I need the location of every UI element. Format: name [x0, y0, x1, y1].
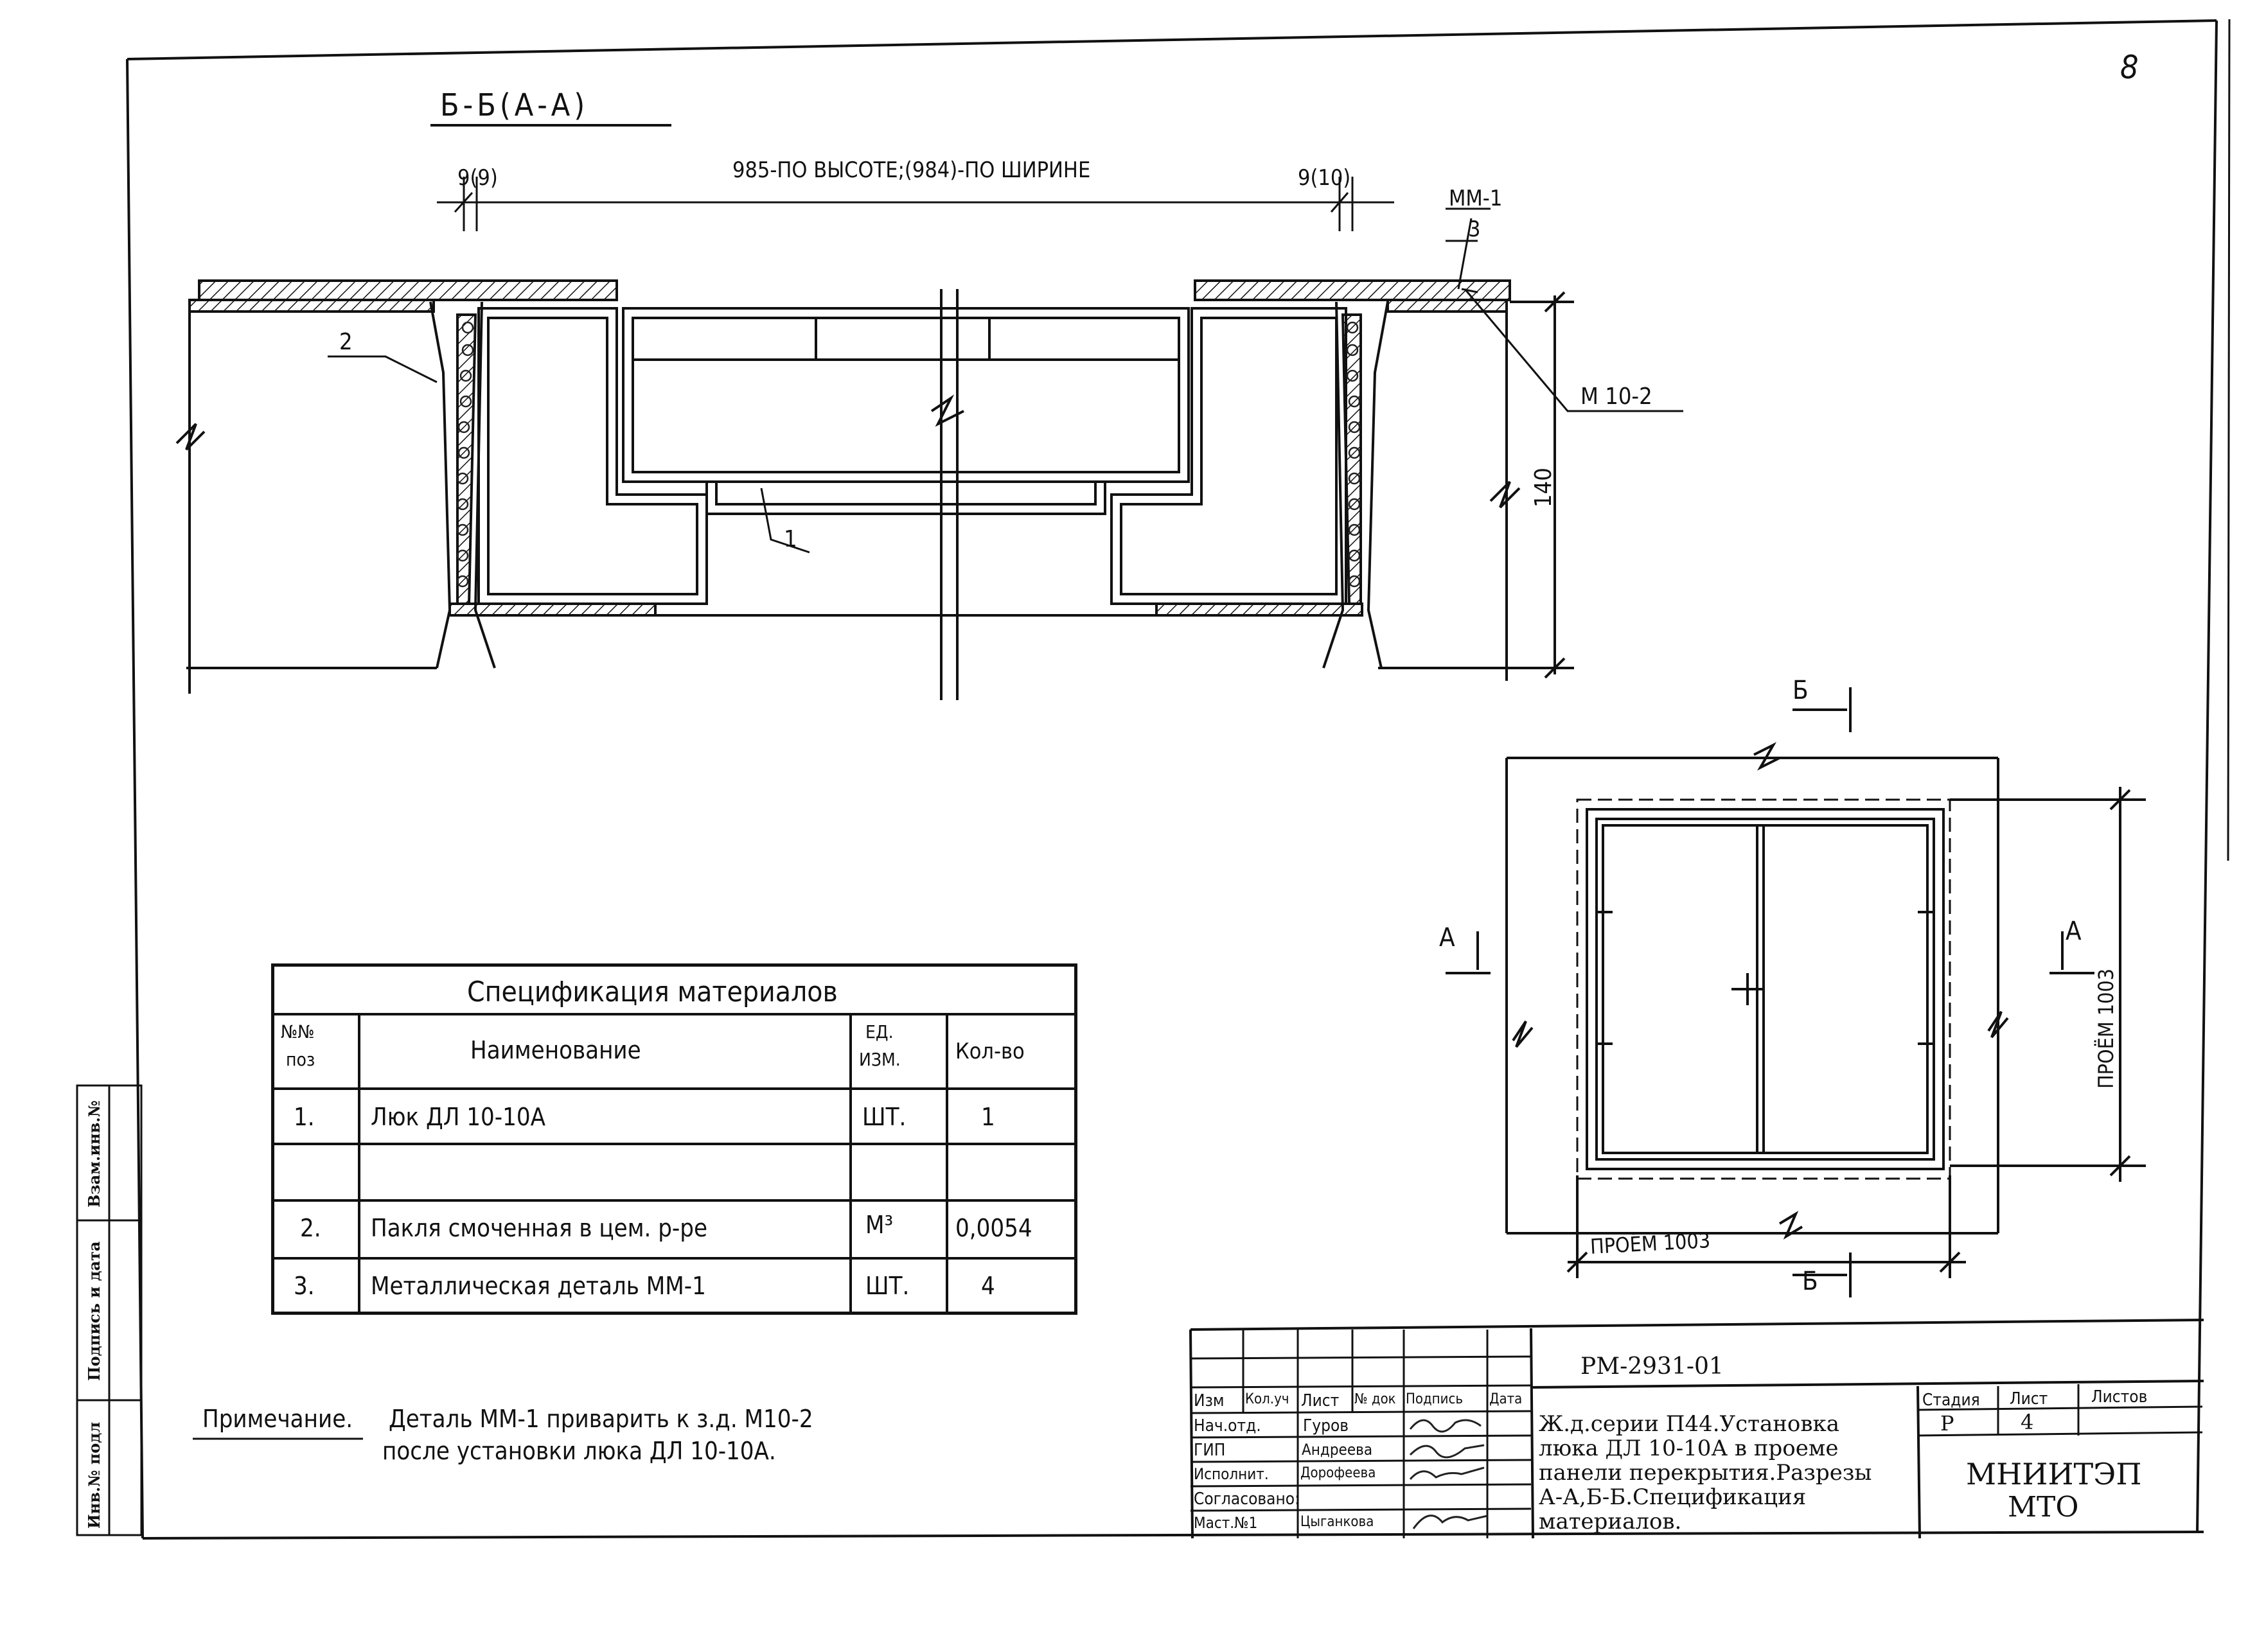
tb-sheets-label: Листов: [2091, 1387, 2148, 1407]
spec-row-4-name: Металлическая деталь ММ-1: [371, 1272, 706, 1300]
tb-col-sign: Подпись: [1406, 1391, 1464, 1407]
spec-header-pos-2: поз: [286, 1049, 315, 1070]
plan-view: [1446, 687, 2146, 1297]
tb-desc-3: панели перекрытия.Разрезы: [1539, 1460, 1872, 1486]
callout-1: 1: [784, 526, 797, 552]
note-line-2: после установки люка ДЛ 10-10А.: [382, 1437, 776, 1465]
side-strip-sign: Подпись и дата: [85, 1241, 103, 1381]
note-label: Примечание.: [202, 1405, 353, 1433]
spec-header-name: Наименование: [470, 1036, 641, 1064]
section-drawing: [175, 279, 1574, 700]
tb-name-5: Цыганкова: [1300, 1514, 1374, 1530]
tb-desc-2: люка ДЛ 10-10А в проеме: [1539, 1436, 1839, 1461]
note-line-1: Деталь ММ-1 приварить к з.д. М10-2: [389, 1405, 813, 1433]
spec-row-3-pos: 2.: [300, 1214, 321, 1242]
spec-row-1-unit: ШТ.: [862, 1103, 907, 1131]
spec-row-1-pos: 1.: [294, 1103, 315, 1131]
tb-desc-4: А-А,Б-Б.Спецификация: [1539, 1484, 1807, 1510]
tb-desc-1: Ж.д.серии П44.Установка: [1539, 1411, 1840, 1437]
spec-row-1-qty: 1: [981, 1103, 995, 1131]
spec-row-4-unit: ШТ.: [865, 1272, 910, 1300]
tb-name-3: Дорофеева: [1300, 1465, 1376, 1481]
doc-code: РМ-2931-01: [1580, 1353, 1724, 1380]
tb-col-date: Дата: [1489, 1391, 1523, 1407]
tb-role-2: ГИП: [1194, 1441, 1226, 1460]
tb-sheet: 4: [2021, 1410, 2034, 1434]
spec-row-4-qty: 4: [981, 1272, 995, 1300]
callout-2: 2: [339, 329, 353, 355]
spec-header-unit-2: ИЗМ.: [859, 1049, 901, 1070]
tb-col-doc: № док: [1354, 1391, 1396, 1407]
tb-col-izm: Изм: [1194, 1391, 1225, 1410]
opening-bottom-label: ПРОЁМ 1003: [1589, 1228, 1711, 1259]
tb-org-1: МНИИТЭП: [1966, 1457, 2142, 1491]
tb-role-3: Исполнит.: [1194, 1465, 1269, 1483]
side-strip: [76, 1084, 143, 1536]
tb-role-1: Нач.отд.: [1194, 1416, 1261, 1436]
title-block-lines: [1189, 1319, 2204, 1539]
tb-col-list: Лист: [1301, 1391, 1340, 1410]
sheet-frame: [126, 19, 2231, 1540]
spec-header-qty: Кол-во: [955, 1039, 1025, 1064]
side-strip-replace: Взам.инв.№: [85, 1100, 103, 1208]
tb-stage: Р: [1940, 1411, 1954, 1436]
side-strip-inv: Инв.№ подл: [85, 1421, 103, 1529]
tb-name-1: Гуров: [1303, 1416, 1349, 1436]
spec-header-unit-1: ЕД.: [865, 1021, 894, 1042]
section-title: Б-Б(А-А): [440, 87, 589, 123]
spec-row-3-qty: 0,0054: [955, 1214, 1032, 1242]
spec-table: Спецификация материалов №№ поз Наименова…: [271, 963, 1077, 1315]
signatures: [1409, 1419, 1488, 1529]
cut-b-bottom: Б: [1802, 1267, 1818, 1296]
spec-row-3-unit: М³: [865, 1211, 894, 1239]
spec-row-1-name: Люк ДЛ 10-10А: [371, 1103, 545, 1131]
dim-left-label: 9(9): [457, 165, 498, 191]
tb-org-2: МТО: [2008, 1491, 2079, 1524]
spec-row-3-name: Пакля смоченная в цем. р-ре: [371, 1214, 708, 1242]
leader-lines: [328, 207, 1683, 554]
tb-role-5: Маст.№1: [1194, 1514, 1258, 1532]
tb-role-4: Согласовано:: [1194, 1489, 1300, 1509]
tb-stage-label: Стадия: [1922, 1391, 1980, 1410]
cut-a-right: А: [2066, 917, 2082, 946]
callout-mm1-number: 3: [1468, 216, 1481, 242]
spec-row-4-pos: 3.: [294, 1272, 315, 1300]
sheet-number: 8: [2120, 49, 2139, 86]
dim-right-label: 9(10): [1298, 165, 1351, 191]
height-dim-label: 140: [1530, 468, 1557, 507]
tb-name-2: Андреева: [1302, 1441, 1373, 1459]
dim-top-label: 985-ПО ВЫСОТЕ;(984)-ПО ШИРИНЕ: [732, 157, 1091, 183]
spec-title: Спецификация материалов: [467, 976, 838, 1008]
tb-desc-5: материалов.: [1539, 1509, 1682, 1534]
spec-header-pos-1: №№: [281, 1021, 315, 1042]
packing-texture: [456, 321, 1361, 588]
cut-a-left: А: [1439, 923, 1455, 953]
callout-mm1: ММ-1: [1449, 186, 1503, 211]
cut-b-top: Б: [1792, 676, 1809, 705]
tb-sheet-label: Лист: [2010, 1389, 2048, 1409]
callout-m10: М 10-2: [1580, 383, 1652, 410]
tb-col-kol: Кол.уч: [1245, 1391, 1289, 1407]
opening-right-label: ПРОЁМ 1003: [2094, 968, 2118, 1089]
dim-line-top: [437, 177, 1394, 231]
